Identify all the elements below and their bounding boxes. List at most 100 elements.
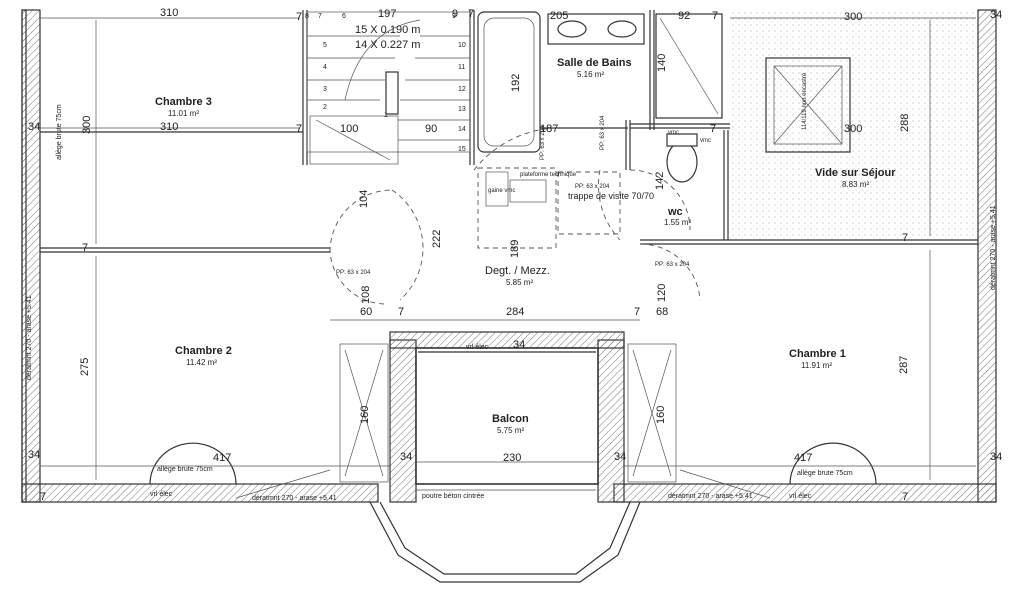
dimension-label: 197 xyxy=(378,8,397,20)
stair-step: 7 xyxy=(318,13,322,20)
dimension-label: 100 xyxy=(340,123,359,135)
dimension-label: 205 xyxy=(550,10,569,22)
dimension-label: 34 xyxy=(28,121,41,133)
dimension-label: 310 xyxy=(160,121,179,133)
dimension-label: 300 xyxy=(81,115,93,134)
balcony-walls xyxy=(369,331,641,583)
room-name-vide: Vide sur Séjour xyxy=(815,167,896,179)
dimension-label: 275 xyxy=(79,357,91,376)
dimension-label: 34 xyxy=(28,449,41,461)
dimension-label: 34 xyxy=(990,9,1003,21)
dimension-label: 34 xyxy=(990,451,1003,463)
stair-note-1: 15 X 0.190 m xyxy=(355,24,421,36)
dimension-lines xyxy=(40,17,976,480)
dimension-label: 300 xyxy=(844,123,863,135)
dimension-label: 120 xyxy=(656,283,668,302)
skylight xyxy=(765,57,851,153)
vrl-note: vrl élec xyxy=(466,344,489,351)
dimension-label: 284 xyxy=(506,306,525,318)
dimension-label: 160 xyxy=(359,405,371,424)
vmc-note-2: vmc xyxy=(700,138,711,144)
dimension-label: 417 xyxy=(794,452,813,464)
stair-step: 12 xyxy=(458,86,466,93)
dimension-label: 7 xyxy=(710,123,717,135)
closets xyxy=(309,115,677,483)
dimension-label: 7 xyxy=(712,10,719,22)
stair-step: 8 xyxy=(305,13,309,20)
room-area-chambre2: 11.42 m² xyxy=(186,358,217,367)
dimension-label: 92 xyxy=(678,10,691,22)
window-arcs xyxy=(149,442,877,499)
dimension-label: 90 xyxy=(425,123,438,135)
dimension-label: 34 xyxy=(614,451,627,463)
dimension-label: 187 xyxy=(540,123,559,135)
deraset-note-vertical: dératmnt 270 - arase +5.41 xyxy=(26,295,33,380)
poutre-note: poutre béton cintrée xyxy=(422,493,485,500)
dimension-label: 142 xyxy=(654,171,666,190)
deraset-note: dératmnt 270 - arase +5.41 xyxy=(252,495,337,502)
vrl-note: vrl élec xyxy=(789,493,812,500)
room-name-chambre3: Chambre 3 xyxy=(155,96,212,108)
dimension-label: 140 xyxy=(656,53,668,72)
room-area-sdb: 5.16 m² xyxy=(577,70,605,79)
dimension-label: 287 xyxy=(898,355,910,374)
void-area xyxy=(730,12,976,240)
dimension-label: 230 xyxy=(503,452,522,464)
vrl-note: vrl élec xyxy=(150,491,173,498)
dimension-label: 34 xyxy=(513,339,526,351)
stair-step: 10 xyxy=(458,42,466,49)
dimension-label: 192 xyxy=(510,73,522,92)
room-area-balcon: 5.75 m² xyxy=(497,426,525,435)
gaine-note: gaine vmc xyxy=(488,188,516,194)
room-name-chambre1: Chambre 1 xyxy=(789,348,846,360)
allege-note-vertical: allège brute 75cm xyxy=(56,104,63,160)
dimension-label: 7 xyxy=(296,123,303,135)
stair-step: 5 xyxy=(323,42,327,49)
dimension-label: 68 xyxy=(656,306,669,318)
dimension-label: 300 xyxy=(844,11,863,23)
dimension-label: 7 xyxy=(902,232,909,244)
stair-step: 13 xyxy=(458,106,466,113)
dimension-label: 417 xyxy=(213,452,232,464)
pp-note: PP: 63 x 204 xyxy=(655,262,690,268)
stair-step: 15 xyxy=(458,146,466,153)
stair-step: 4 xyxy=(323,64,327,71)
stair-step: 11 xyxy=(458,64,466,71)
dimension-label: 189 xyxy=(509,239,521,258)
vmc-note: vmc xyxy=(668,130,679,136)
room-name-degt: Degt. / Mezz. xyxy=(485,265,550,277)
stair-step: 14 xyxy=(458,126,466,133)
allege-note: allège brute 75cm xyxy=(797,470,853,477)
deraset-note-vertical: dératmnt 270 - arase +5.41 xyxy=(990,205,997,290)
room-name-wc: wc xyxy=(668,206,683,218)
dimension-label: 60 xyxy=(360,306,373,318)
dimension-label: 7 xyxy=(468,8,475,20)
stair-step: 3 xyxy=(323,86,327,93)
dimension-label: 7 xyxy=(296,11,303,23)
allege-note: allège brute 75cm xyxy=(157,466,213,473)
stair-step: 9 xyxy=(452,13,456,20)
dimension-label: 222 xyxy=(431,229,443,248)
plateforme-note: plateforme technique xyxy=(520,172,577,178)
room-name-chambre2: Chambre 2 xyxy=(175,345,232,357)
room-name-sdb: Salle de Bains xyxy=(557,57,632,69)
room-area-degt: 5.85 m² xyxy=(506,278,534,287)
dimension-label: 288 xyxy=(899,113,911,132)
door-swings xyxy=(329,127,701,305)
bathroom-fixtures xyxy=(477,11,723,183)
room-area-chambre3: 11.01 m² xyxy=(168,109,199,118)
dimension-label: 7 xyxy=(40,491,47,503)
staircase xyxy=(306,11,471,153)
room-area-chambre1: 11.91 m² xyxy=(801,361,832,370)
technical-platform xyxy=(477,167,621,249)
deraset-note: dératmnt 270 - arase +5.41 xyxy=(668,493,753,500)
skylight-note: 114/119 non encastré xyxy=(802,72,808,130)
trappe-note: trappe de visite 70/70 xyxy=(568,191,655,201)
room-area-vide: 8.83 m² xyxy=(842,180,870,189)
stair-step: 6 xyxy=(342,13,346,20)
stair-note-2: 14 X 0.227 m xyxy=(355,39,421,51)
pp-note: PP: 63 x 204 xyxy=(336,270,371,276)
dimension-label: 104 xyxy=(358,189,370,208)
pp-note-vertical: PP: 63 x 204 xyxy=(600,115,606,150)
